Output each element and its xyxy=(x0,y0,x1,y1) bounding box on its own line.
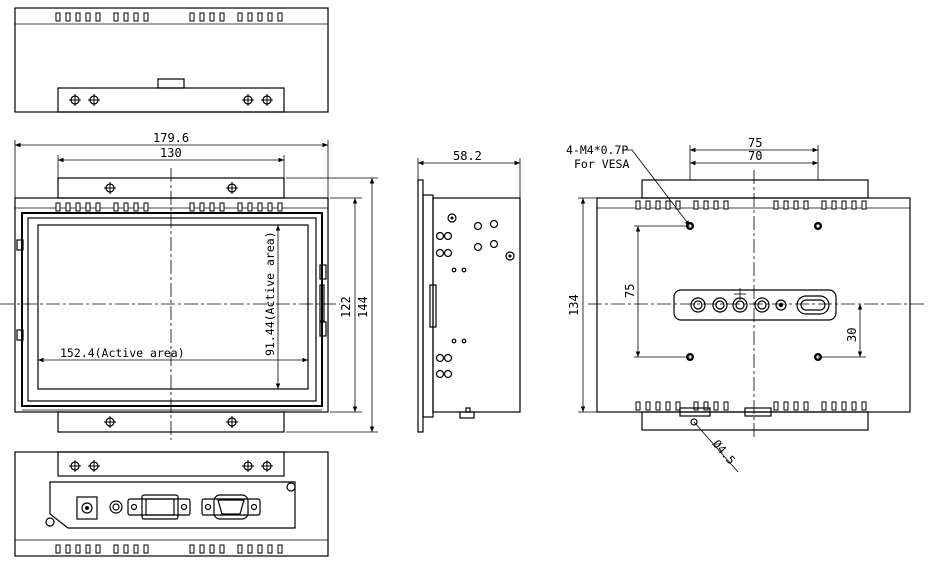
rear-view: 75 70 4-M4*0.7P For VESA xyxy=(566,136,924,473)
dim-bracket-width: 130 xyxy=(160,146,182,160)
dim-vesa-75-vertical: 75 xyxy=(623,284,637,298)
dim-overall-width: 179.6 xyxy=(153,131,189,145)
dim-offset-30: 30 xyxy=(845,328,859,342)
bottom-vents xyxy=(55,544,283,554)
top-vents xyxy=(55,12,283,22)
vesa-note-line2: For VESA xyxy=(574,157,629,171)
dim-active-height: 91.44(Active area) xyxy=(263,231,277,356)
side-view: 58.2 xyxy=(417,149,521,433)
dim-hole-diameter: Ø4.5 xyxy=(710,437,739,467)
top-view xyxy=(14,7,329,113)
dim-depth: 58.2 xyxy=(453,149,482,163)
dim-vesa-75-horizontal: 75 xyxy=(748,136,762,150)
rear-bottom-vents xyxy=(635,401,867,411)
dim-active-width: 152.4(Active area) xyxy=(60,346,185,360)
dim-height-122: 122 xyxy=(339,296,353,318)
front-view: 179.6 130 xyxy=(0,131,378,440)
side-knockouts xyxy=(435,231,453,379)
front-top-vents xyxy=(55,202,283,212)
dim-height-144: 144 xyxy=(356,296,370,318)
dim-rear-height: 134 xyxy=(567,294,581,316)
bottom-view xyxy=(14,451,329,557)
dim-vesa-70: 70 xyxy=(748,149,762,163)
vesa-note-line1: 4-M4*0.7P xyxy=(566,143,628,157)
